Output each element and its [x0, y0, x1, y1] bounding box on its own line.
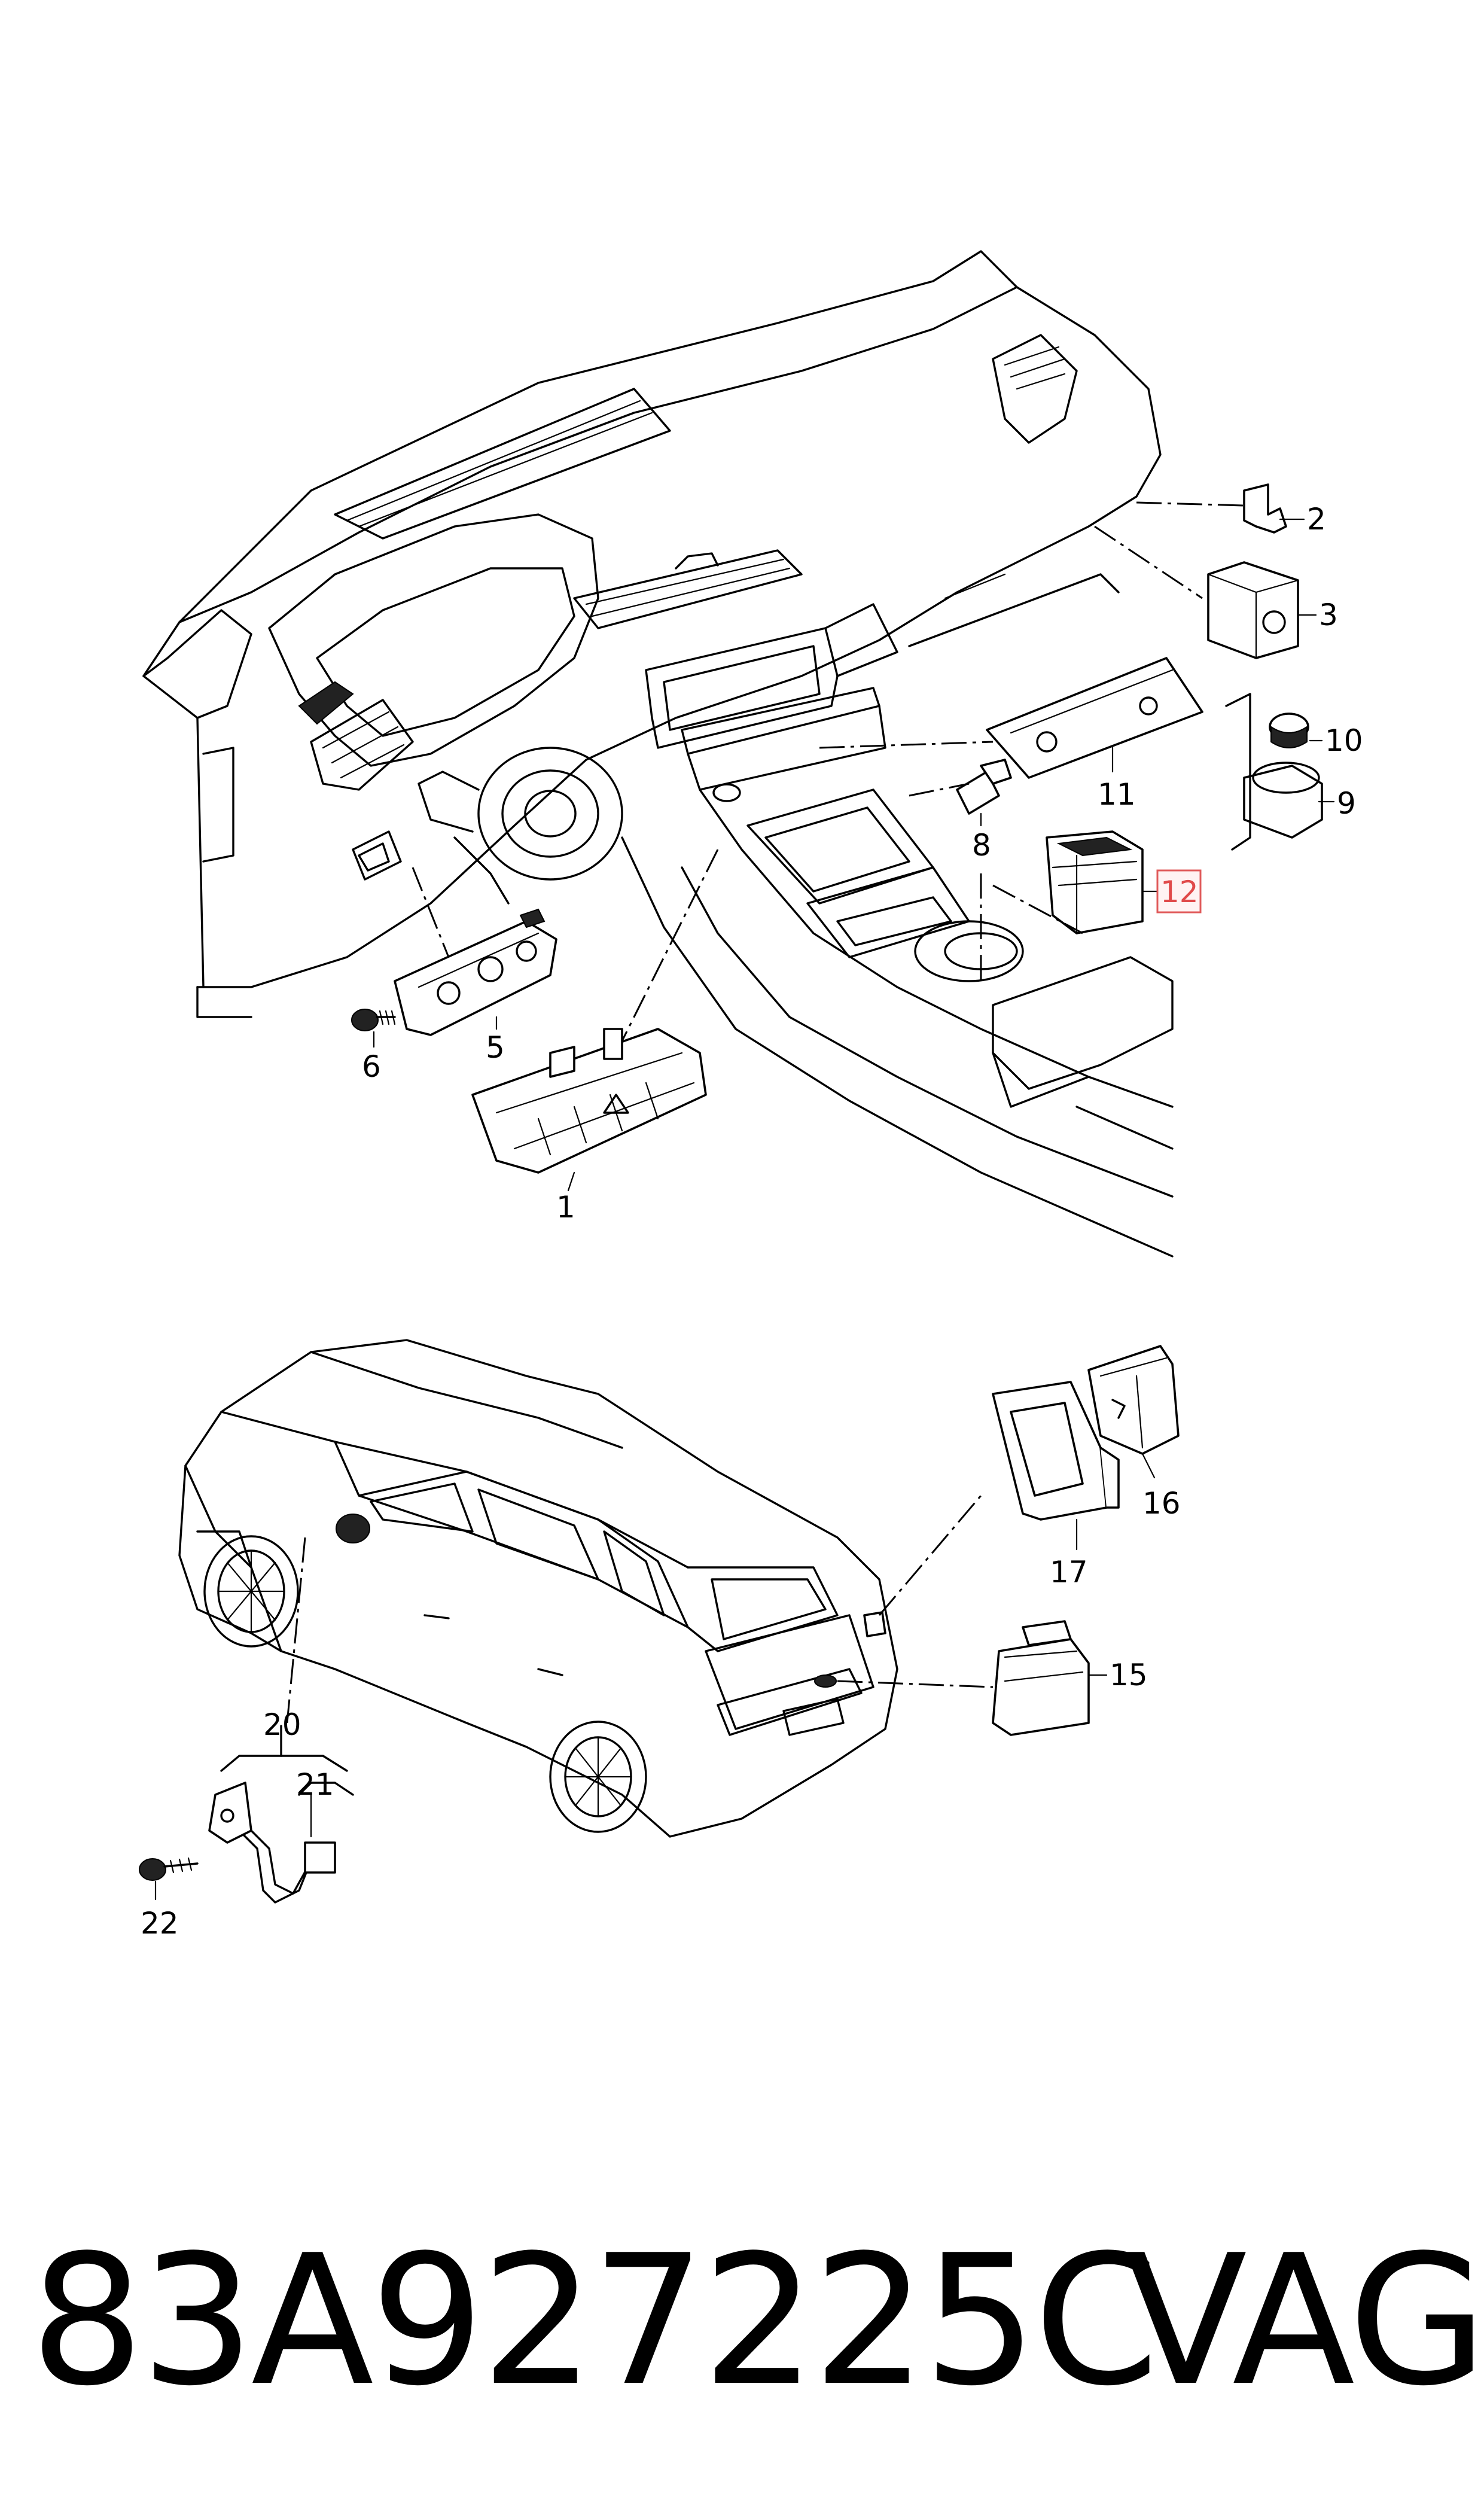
callout-12-highlight-box: [1156, 869, 1202, 914]
callout-8: 8: [972, 828, 991, 863]
callout-21: 21: [296, 1767, 334, 1802]
car-illustration: [178, 1339, 898, 1838]
brand-label: VAG: [1125, 2216, 1484, 2425]
callout-22: 22: [141, 1906, 179, 1941]
callout-17: 17: [1050, 1555, 1088, 1590]
part-1-switch-panel: [471, 1028, 707, 1174]
part-20-sensor: [208, 1782, 252, 1844]
callout-numbers: 2 3 10 11 9 8 12 5 6 1 16 17 15 20 21 22: [141, 502, 1363, 1941]
callout-10: 10: [1325, 723, 1363, 758]
callout-11: 11: [1098, 777, 1136, 812]
part-3-switch: [1207, 561, 1299, 659]
callout-3: 3: [1319, 598, 1338, 632]
callout-15: 15: [1110, 1658, 1148, 1692]
part-2-clip: [1243, 483, 1287, 534]
callout-6: 6: [362, 1049, 381, 1084]
callout-2: 2: [1307, 502, 1326, 537]
callout-5: 5: [486, 1030, 505, 1065]
callout-9: 9: [1337, 786, 1356, 821]
part-6-screw: [351, 1009, 396, 1031]
part-12-switch: [1046, 830, 1144, 934]
callout-20: 20: [263, 1707, 301, 1742]
part-21-wiring: [238, 1829, 336, 1904]
car-leaders: [154, 1453, 1156, 1901]
callout-12: 12: [1160, 875, 1199, 909]
part-11-trim: [986, 657, 1203, 779]
dashboard-illustration: [142, 250, 1174, 1258]
part-16-switch: [1087, 1345, 1180, 1455]
part-17-handle: [992, 1381, 1120, 1521]
dashboard-leaders: [373, 501, 1335, 1192]
callout-16: 16: [1142, 1486, 1181, 1521]
part-number: 83A927225C: [30, 2216, 1159, 2425]
part-5-light-switch: [394, 908, 557, 1036]
part-10-cap: [1269, 713, 1309, 748]
part-8-bulb: [956, 759, 1012, 815]
part-9-socket: [1225, 693, 1323, 851]
callout-1: 1: [556, 1190, 575, 1225]
part-22-screw: [139, 1857, 199, 1881]
part-15-switch: [992, 1620, 1090, 1736]
